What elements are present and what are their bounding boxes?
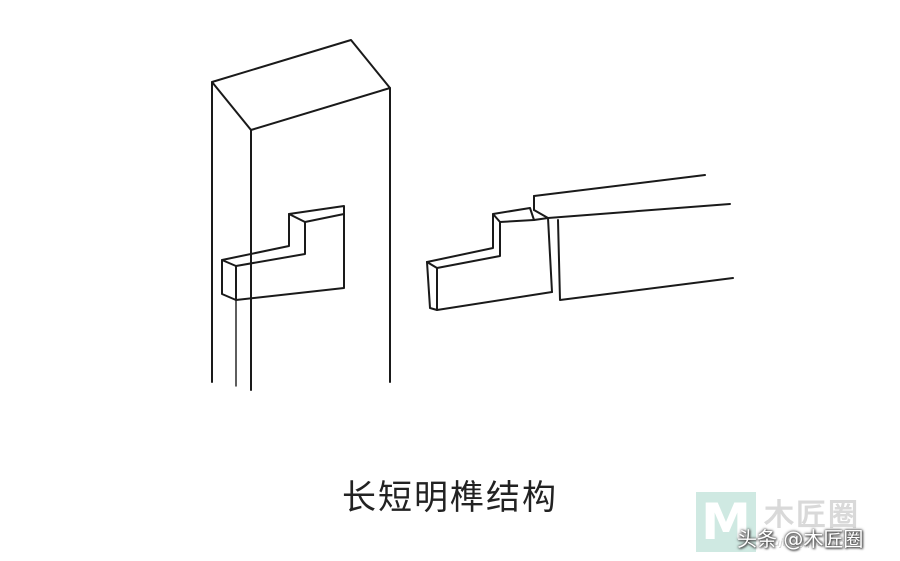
watermark-logo: M (696, 492, 756, 552)
watermark-brand: 木匠圈 (764, 498, 860, 533)
post-with-mortise (211, 39, 391, 391)
tenon-top-inner (426, 219, 535, 269)
beam-bottom-edge (557, 219, 734, 301)
beam-with-stepped-tenon (426, 174, 734, 311)
beam-top-front-edge (533, 203, 731, 219)
mortise-inner-edge (221, 213, 345, 267)
beam-top-back-edge (533, 174, 706, 197)
mortise-step-edge (288, 213, 306, 223)
watermark-credit: 头条 @木匠圈 (737, 527, 864, 551)
tenon-step-edge (492, 213, 501, 223)
diagram-caption: 长短明榫结构 (342, 478, 558, 518)
post-top-face (211, 39, 391, 131)
mortise-opening (221, 205, 345, 301)
watermark-domain: mujiangquan.com (764, 538, 855, 549)
tenon-bottom-outline (426, 261, 553, 311)
beam-shoulder-face (547, 217, 553, 293)
tenon-top-outline (426, 207, 549, 263)
